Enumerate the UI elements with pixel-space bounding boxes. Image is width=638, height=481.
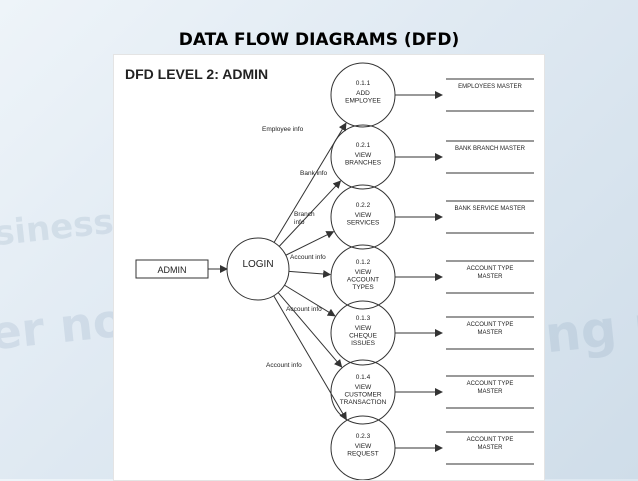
- data-store-label-line: MASTER: [477, 330, 503, 336]
- flow-label: Employee info: [262, 126, 304, 133]
- data-store-label-line: BANK BRANCH MASTER: [455, 146, 526, 152]
- data-store-label-line: EMPLOYEES MASTER: [458, 84, 522, 90]
- data-store-label-line: MASTER: [477, 274, 503, 280]
- process-name-line: ADD: [356, 90, 370, 97]
- flow-label-line: Employee info: [262, 126, 304, 133]
- entity-admin-label: ADMIN: [158, 265, 187, 275]
- flow-label-line: Account info: [286, 306, 322, 313]
- flow-label-line: Account info: [266, 362, 302, 369]
- process-name-line: EMPLOYEE: [345, 98, 381, 105]
- flow-label: Account info: [286, 306, 322, 313]
- data-store-label-line: ACCOUNT TYPE: [467, 381, 514, 387]
- slide-title: DATA FLOW DIAGRAMS (DFD): [178, 30, 460, 50]
- process-name-line: CHEQUE: [349, 333, 377, 340]
- process-id: 0.1.2: [356, 259, 371, 266]
- flow-login-to-process: [278, 180, 342, 247]
- data-store-label-line: MASTER: [477, 389, 503, 395]
- flow-label: Account info: [290, 254, 326, 261]
- flow-login-to-process: [285, 231, 335, 256]
- background-watermark-ng: ng p: [542, 293, 638, 365]
- data-store-label-line: ACCOUNT TYPE: [467, 266, 514, 272]
- data-store-label: BANK SERVICE MASTER: [455, 206, 527, 212]
- dfd-heading: DFD LEVEL 2: ADMIN: [125, 66, 268, 82]
- process-name-line: TYPES: [352, 284, 374, 291]
- data-store-label-line: ACCOUNT TYPE: [467, 437, 514, 443]
- dfd-diagram: DFD LEVEL 2: ADMIN ADMIN LOGIN Employee …: [125, 62, 534, 480]
- flow-login-to-process: [284, 284, 336, 317]
- data-store-label: BANK BRANCH MASTER: [455, 146, 526, 152]
- data-store-label-line: BANK SERVICE MASTER: [455, 206, 527, 212]
- process-name-line: ISSUES: [351, 340, 376, 347]
- process-login-circle: [226, 237, 290, 301]
- process-id: 0.2.1: [356, 142, 371, 149]
- data-store-label-line: ACCOUNT TYPE: [467, 322, 514, 328]
- process-name-line: TRANSACTION: [340, 399, 387, 406]
- flow-label-line: Bank info: [300, 170, 327, 177]
- data-store-label: EMPLOYEES MASTER: [458, 84, 522, 90]
- process-name-line: CUSTOMER: [344, 392, 381, 399]
- flow-label: Account info: [266, 362, 302, 369]
- data-store-label: ACCOUNT TYPE MASTER: [467, 381, 514, 395]
- process-name-line: VIEW: [355, 152, 372, 159]
- process-id: 0.2.2: [356, 202, 371, 209]
- data-store-label: ACCOUNT TYPE MASTER: [467, 266, 514, 280]
- dfd-figure: DFD LEVEL 2: ADMIN ADMIN LOGIN Employee …: [113, 54, 545, 481]
- flow-label-line: info: [294, 219, 305, 226]
- process-name-line: VIEW: [355, 384, 372, 391]
- data-store-label-line: MASTER: [477, 445, 503, 451]
- process-id: 0.1.1: [356, 80, 371, 87]
- process-name-line: ACCOUNT: [347, 277, 379, 284]
- process-name-line: SERVICES: [347, 220, 380, 227]
- process-name-line: REQUEST: [347, 451, 378, 458]
- process-name-line: VIEW: [355, 212, 372, 219]
- flow-label-line: Branch: [294, 211, 315, 218]
- data-store-label: ACCOUNT TYPE MASTER: [467, 322, 514, 336]
- process-name-line: VIEW: [355, 325, 372, 332]
- flow-login-to-process: [288, 269, 332, 278]
- process-id: 0.2.3: [356, 433, 371, 440]
- process-login-label: LOGIN: [242, 259, 273, 270]
- flow-label-line: Account info: [290, 254, 326, 261]
- process-name-line: VIEW: [355, 269, 372, 276]
- data-store-label: ACCOUNT TYPE MASTER: [467, 437, 514, 451]
- process-name-line: BRANCHES: [345, 160, 382, 167]
- flow-login-to-process: [277, 292, 343, 368]
- process-name-line: VIEW: [355, 443, 372, 450]
- flow-label: Bank info: [300, 170, 327, 177]
- background-watermark-business: siness: [0, 201, 116, 255]
- flow-login-to-process: [273, 295, 347, 421]
- process-id: 0.1.3: [356, 315, 371, 322]
- process-id: 0.1.4: [356, 374, 371, 381]
